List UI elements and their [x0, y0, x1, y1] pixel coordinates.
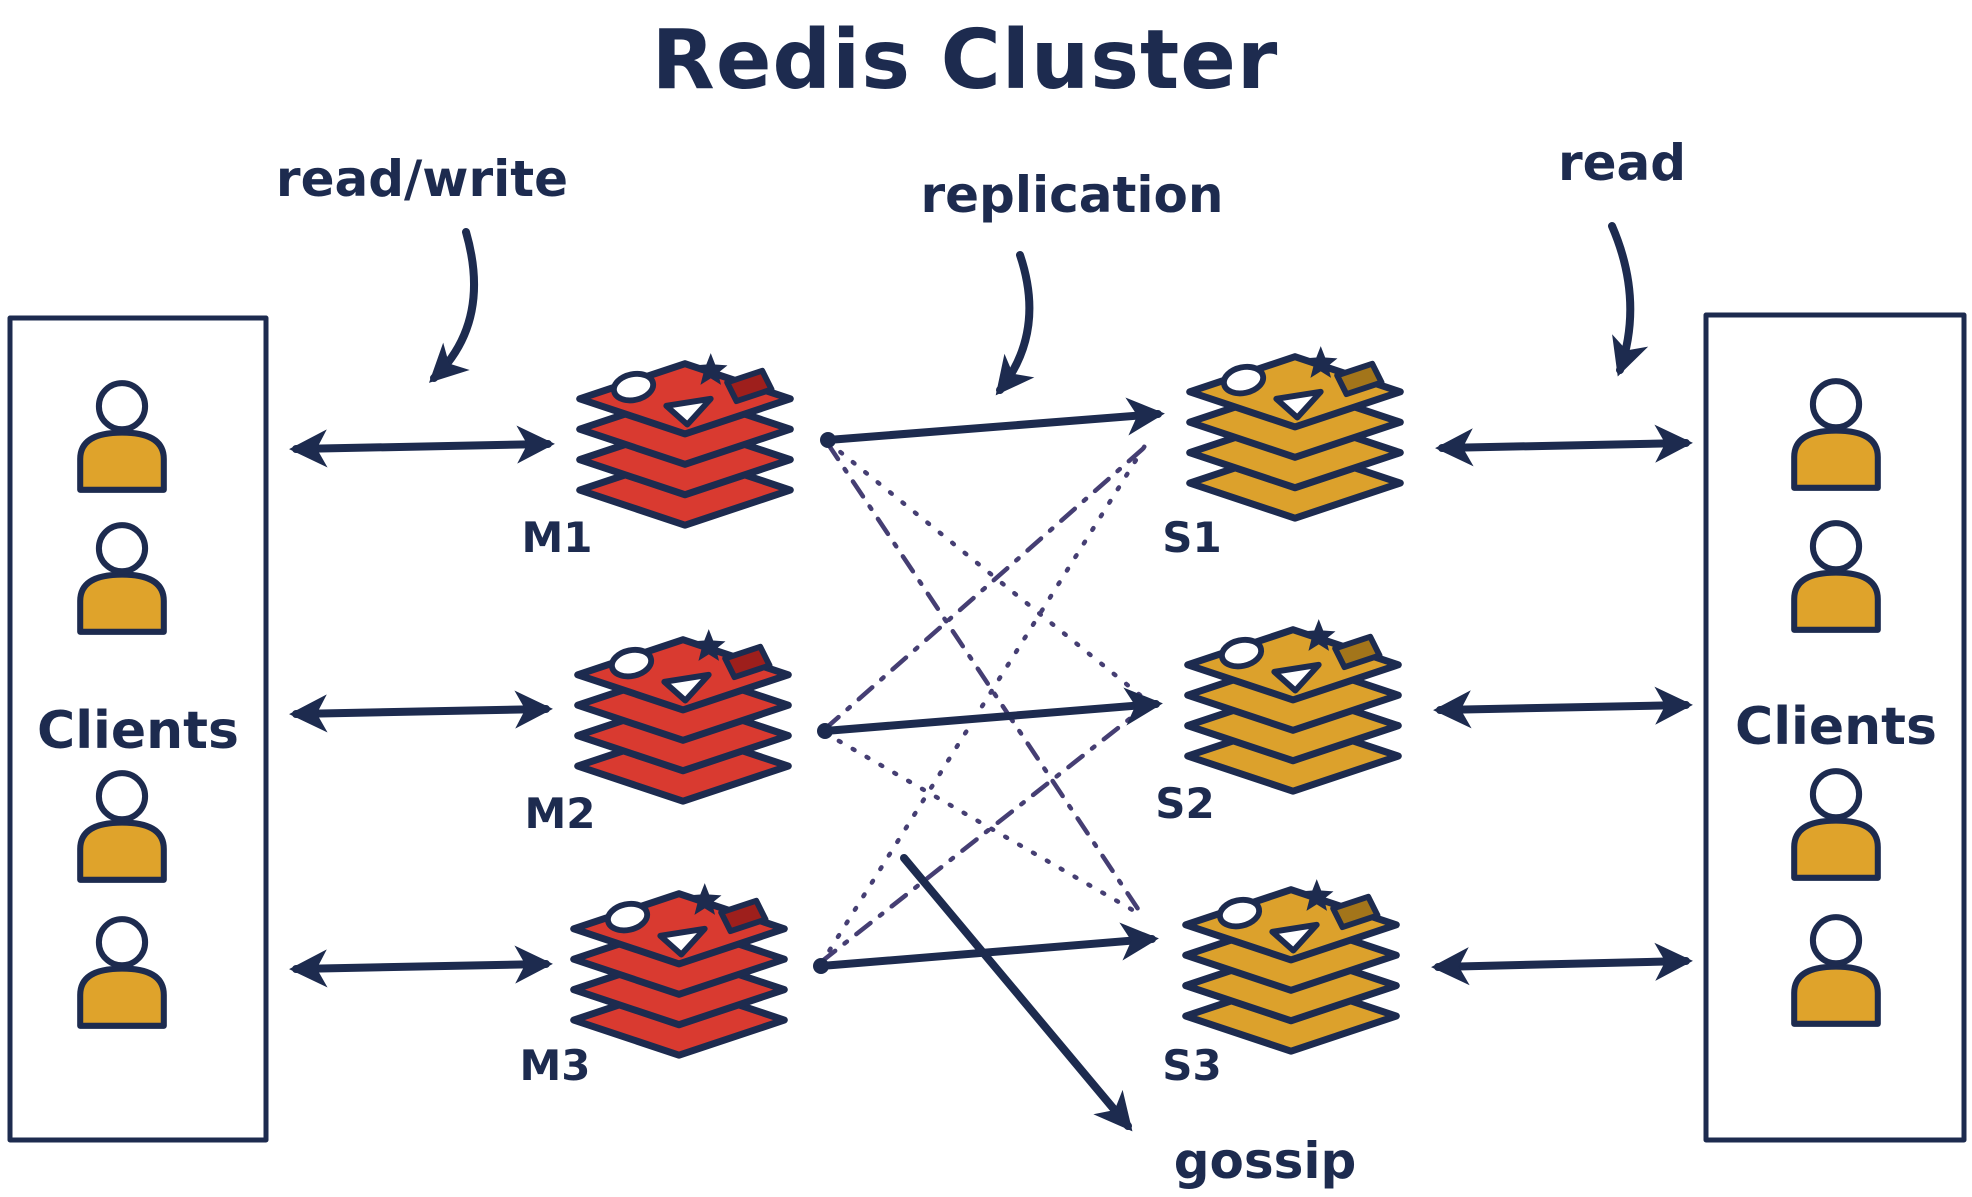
replication-pointer-arrow: [995, 251, 1035, 396]
master-node-m3: M3: [519, 883, 784, 1090]
redis-stack-icon-s2: [1188, 619, 1399, 791]
redis-stack-icon-s3: [1186, 879, 1397, 1051]
read-write-label: read/write: [276, 150, 568, 208]
replica-node-s1: S1: [1162, 346, 1400, 562]
clients-label-right: Clients: [1735, 697, 1937, 757]
replica-node-label-s1: S1: [1162, 513, 1221, 562]
gossip-pointer-arrow: [900, 854, 1133, 1132]
gossip-link-m2-s3: [822, 730, 1146, 919]
replica-client-arrow-3: [1431, 942, 1693, 986]
read-write-pointer-arrow: [429, 228, 479, 383]
master-node-m2: M2: [524, 629, 788, 838]
replica-node-label-s3: S3: [1162, 1041, 1221, 1090]
diagram-title: Redis Cluster: [652, 13, 1279, 108]
gossip-link-m1-s2: [825, 439, 1149, 703]
replication-label: replication: [920, 166, 1223, 224]
replica-node-s3: S3: [1162, 879, 1396, 1090]
replication-arrow-m2-s2: [821, 687, 1163, 735]
read-pointer-arrow: [1608, 222, 1649, 377]
client-master-arrow-3: [289, 945, 553, 988]
clients-label-left: Clients: [37, 701, 239, 761]
gossip-label: gossip: [1174, 1132, 1357, 1190]
redis-stack-icon-m1: [580, 353, 791, 525]
redis-stack-icon-s1: [1190, 346, 1401, 518]
client-master-arrow-1: [289, 425, 555, 468]
read-label: read: [1558, 134, 1686, 192]
master-node-m1: M1: [521, 353, 790, 562]
replica-node-label-s2: S2: [1155, 779, 1214, 828]
client-master-arrow-2: [289, 690, 553, 733]
gossip-link-m3-s2: [818, 703, 1149, 965]
gossip-link-m1-s3: [825, 441, 1143, 915]
gossip-link-m3-s1: [818, 441, 1149, 967]
redis-stack-icon-m2: [578, 629, 789, 801]
redis-stack-icon-m3: [574, 883, 785, 1055]
replica-client-arrow-1: [1435, 424, 1693, 467]
master-node-label-m2: M2: [524, 789, 595, 838]
replica-node-s2: S2: [1155, 619, 1398, 828]
replica-client-arrow-2: [1433, 686, 1693, 729]
gossip-link-m2-s1: [822, 443, 1149, 732]
clients-box-right: Clients: [1703, 312, 1967, 1143]
master-node-label-m3: M3: [519, 1041, 590, 1090]
clients-box-left: Clients: [7, 315, 269, 1143]
replication-arrow-m1-s1: [824, 397, 1165, 444]
master-node-label-m1: M1: [521, 513, 592, 562]
